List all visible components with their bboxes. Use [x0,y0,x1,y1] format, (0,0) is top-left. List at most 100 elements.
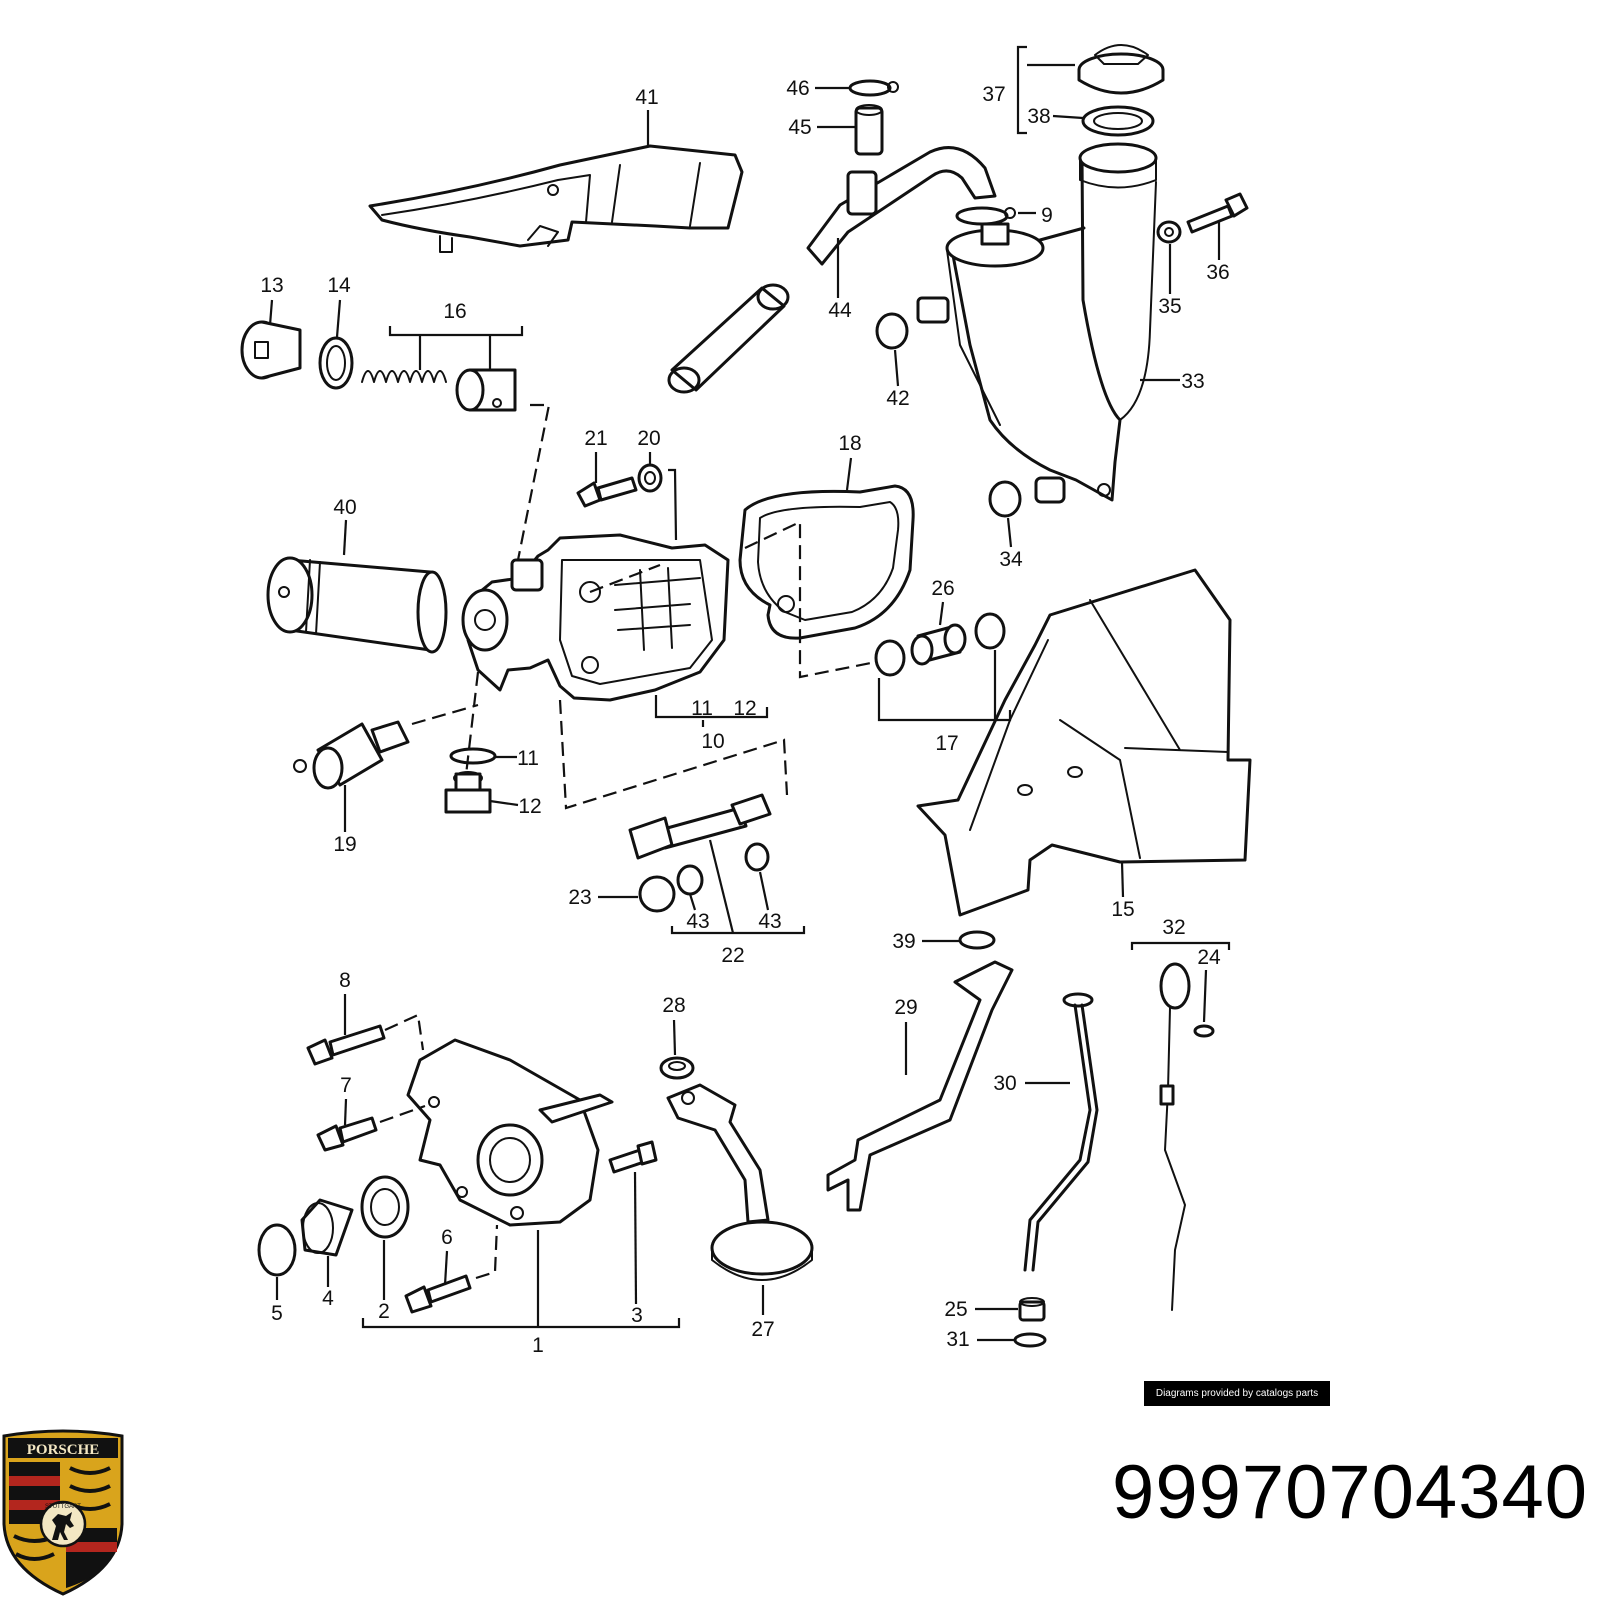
callout-15: 15 [1111,898,1134,921]
part-20-washer [637,463,663,493]
callout-19: 19 [333,833,356,856]
part-24-washer [1193,1024,1215,1038]
assembly-lines [379,403,877,1280]
part-43-seal-ring-b [744,842,770,872]
callout-16: 16 [443,300,466,323]
callout-11-console: 11 [691,697,713,720]
part-46-clamp [848,79,899,97]
callout-39: 39 [892,930,915,953]
callout-14: 14 [327,274,351,297]
callout-31: 31 [946,1328,969,1351]
part-10-filter-console [461,533,730,702]
part-26-sleeve [910,623,967,666]
callout-12-console: 12 [733,697,756,720]
callout-26: 26 [931,577,954,600]
callout-28: 28 [662,994,685,1017]
part-19-pressure-switch [293,720,410,790]
callout-40: 40 [333,496,356,519]
part-37-filler-cap [1077,44,1165,95]
callout-30: 30 [993,1072,1016,1095]
crest-brand-text: PORSCHE [27,1442,100,1458]
part-4-bearing [300,1198,354,1257]
part-16-piston [455,368,517,412]
callout-42: 42 [886,387,909,410]
crest-banner [8,1438,118,1458]
callout-4: 4 [322,1287,334,1310]
callout-7: 7 [340,1074,352,1097]
callout-24: 24 [1197,946,1221,969]
callout-22: 22 [721,944,744,967]
part-number: 99970704340 [1112,1450,1588,1535]
part-21-bolt [576,476,638,508]
callout-32: 32 [1162,916,1185,939]
crest-red-stripe-left-2 [9,1500,60,1510]
callout-23: 23 [568,886,591,909]
part-38-cap-seal [1081,105,1155,137]
part-28-seal [659,1056,695,1080]
callout-8: 8 [339,969,351,992]
part-17-seal-ring-a [874,639,906,677]
callout-1: 1 [532,1334,544,1357]
crest-city-text: STUTTGART [45,1504,81,1510]
callout-21: 21 [584,427,607,450]
callout-45: 45 [788,116,811,139]
callout-18: 18 [838,432,861,455]
callout-43-b: 43 [758,910,781,933]
callout-44: 44 [828,299,852,322]
part-36-bolt [1186,192,1249,234]
callout-25: 25 [944,1298,967,1321]
part-34-seal-ring [988,480,1022,518]
part-17-seal-ring-b [974,612,1006,650]
part-7-bolt [316,1116,378,1152]
part-33-oil-tank [916,142,1158,502]
callout-6: 6 [441,1226,453,1249]
part-8-bolt [306,1024,386,1066]
crest-red-stripe-right [66,1542,117,1552]
callout-5: 5 [271,1302,283,1325]
porsche-crest-logo: PORSCHE STUTTGART [2,1429,124,1596]
part-6-bolt [404,1274,472,1314]
part-25-grommet [1018,1297,1046,1322]
callout-34: 34 [999,548,1023,571]
part-39-seal-ring [958,930,996,950]
part-2-seal-ring [360,1175,410,1239]
leader-lines [268,45,1231,1342]
part-35-washer [1156,220,1182,244]
part-16-spring [361,370,447,383]
callout-10: 10 [701,730,724,753]
part-13-plug [240,320,302,380]
part-41-heat-shield [368,144,744,253]
callout-3: 3 [631,1304,643,1327]
part-45-sleeve [854,104,884,156]
callout-46: 46 [786,77,809,100]
horse-icon [52,1512,74,1540]
part-15-cover [916,568,1252,917]
part-14-seal-ring [318,336,354,390]
callout-13: 13 [260,274,283,297]
part-30-dipstick-tube [1023,992,1099,1272]
part-32-dipstick [1159,962,1191,1311]
callout-33: 33 [1181,370,1204,393]
part-23-seal-ring [638,875,676,913]
callout-43-a: 43 [686,910,709,933]
part-27-suction-pipe [666,1083,814,1281]
part-1-oil-pump [406,1038,614,1227]
callout-labels: 41 46 45 37 38 9 36 35 44 42 33 13 14 16… [260,77,1229,1357]
part-18-gasket [738,484,915,640]
callout-9: 9 [1041,204,1053,227]
part-22-oil-pipe [628,793,772,860]
callout-37: 37 [982,83,1005,106]
part-43-seal-ring-a [676,864,704,896]
part-12-adapter [444,771,492,814]
part-40-oil-filter [266,556,448,654]
callout-17: 17 [935,732,958,755]
crest-red-stripe-left-1 [9,1476,60,1486]
callout-36: 36 [1206,261,1229,284]
diagram-credit-badge: Diagrams provided by catalogs parts [1144,1381,1330,1406]
part-29-oil-pipe [826,960,1014,1212]
callout-2: 2 [378,1300,390,1323]
part-42-seal-ring [875,312,909,350]
callout-29: 29 [894,996,917,1019]
part-9-clamp [955,206,1016,226]
